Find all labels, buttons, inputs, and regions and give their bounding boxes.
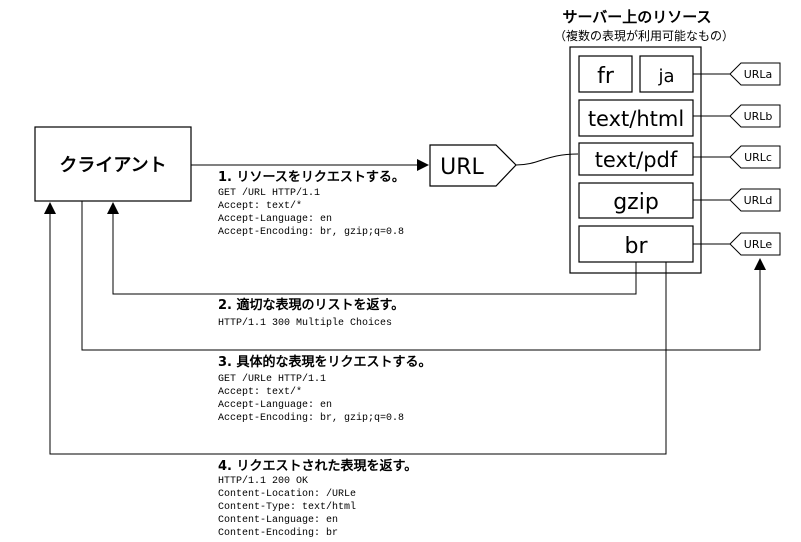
step3-line-0: GET /URLe HTTP/1.1 xyxy=(218,373,326,385)
rep-fr-box xyxy=(578,55,633,93)
step4-line-3: Content-Language: en xyxy=(218,515,338,526)
rep-text-html-label: text/html xyxy=(588,107,684,131)
rep-text-pdf-label: text/pdf xyxy=(595,148,678,172)
rep-br-label: br xyxy=(624,234,648,259)
url-tag-d xyxy=(729,188,781,212)
step4-line-1: Content-Location: /URLe xyxy=(218,488,356,500)
step1-line-0: GET /URL HTTP/1.1 xyxy=(218,187,320,199)
rep-ja-box xyxy=(639,55,694,93)
arrow-step2 xyxy=(107,202,637,295)
rep-fr-label: fr xyxy=(597,64,615,89)
step4-line-0: HTTP/1.1 200 OK xyxy=(218,475,308,487)
step4-line-2: Content-Type: text/html xyxy=(218,501,356,513)
step3-title: 3. 具体的な表現をリクエストする。 xyxy=(218,354,432,370)
url-tag-b-label: URLb xyxy=(744,110,773,123)
step2-line-0: HTTP/1.1 300 Multiple Choices xyxy=(218,317,392,329)
rep-gzip-label: gzip xyxy=(613,190,659,215)
rep-ja-label: ja xyxy=(657,66,674,87)
step1-line-2: Accept-Language: en xyxy=(218,214,332,225)
step1-title: 1. リソースをリクエストする。 xyxy=(218,170,405,185)
url-tag-c-label: URLc xyxy=(744,151,772,164)
url-tag-a xyxy=(729,62,781,86)
rep-gzip-box xyxy=(578,182,694,219)
server-subtitle: （複数の表現が利用可能なもの） xyxy=(554,28,734,43)
url-box xyxy=(429,144,517,187)
step3-line-3: Accept-Encoding: br, gzip;q=0.8 xyxy=(218,412,404,424)
client-label: クライアント xyxy=(59,155,166,176)
arrow-step3 xyxy=(81,201,766,351)
url-box-label: URL xyxy=(440,155,484,180)
step1-line-3: Accept-Encoding: br, gzip;q=0.8 xyxy=(218,226,404,238)
step4-line-4: Content-Encoding: br xyxy=(218,527,338,539)
url-tag-a-label: URLa xyxy=(744,68,773,81)
url-tag-e xyxy=(729,232,781,256)
arrow-step4 xyxy=(44,202,667,455)
url-tag-d-label: URLd xyxy=(744,194,773,207)
url-tag-c xyxy=(729,145,781,169)
server-title: サーバー上のリソース xyxy=(562,8,711,26)
step2-title: 2. 適切な表現のリストを返す。 xyxy=(218,297,404,313)
rep-text-html-box xyxy=(578,99,694,137)
step3-line-2: Accept-Language: en xyxy=(218,400,332,411)
step4-title: 4. リクエストされた表現を返す。 xyxy=(218,458,417,474)
step1-line-1: Accept: text/* xyxy=(218,200,302,212)
step3-line-1: Accept: text/* xyxy=(218,386,302,398)
url-to-server-connector xyxy=(515,153,579,166)
rep-text-pdf-box xyxy=(578,142,694,176)
url-tag-b xyxy=(729,104,781,128)
url-tag-e-label: URLe xyxy=(744,238,773,251)
client-box xyxy=(34,126,192,202)
